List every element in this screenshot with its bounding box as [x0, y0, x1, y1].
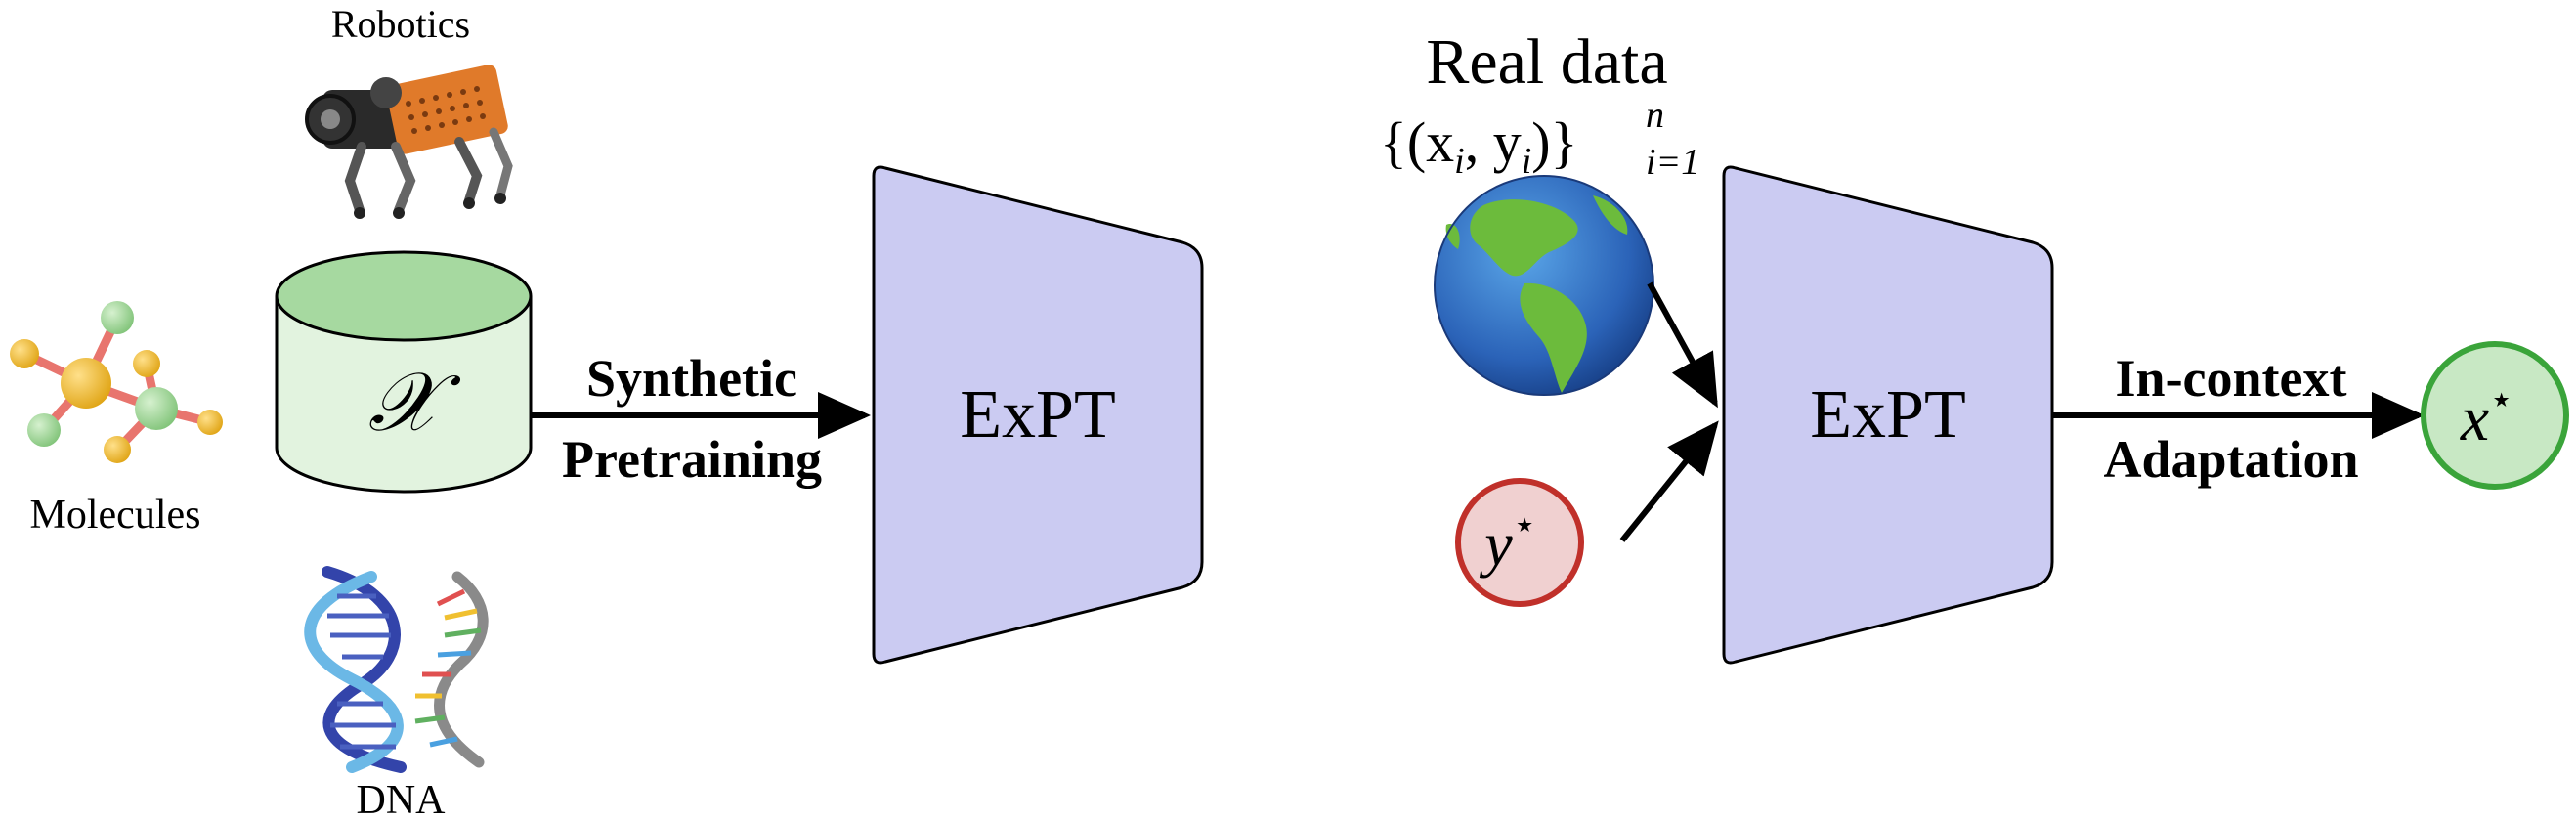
- dataset-formula: {(xi, yi)}: [1380, 110, 1577, 182]
- arrow2-label-line2: Adaptation: [2103, 430, 2358, 489]
- target-symbol: y⋆: [1479, 502, 1536, 579]
- real-data-label: Real data: [1426, 26, 1667, 98]
- output-symbol: x⋆: [2460, 377, 2513, 454]
- arrow2-label-line1: In-context: [2116, 349, 2347, 408]
- target-node: [1455, 478, 1584, 607]
- molecules-label: Molecules: [30, 493, 201, 538]
- molecule-icon: [10, 301, 223, 463]
- expt-model-right: [1722, 165, 2054, 665]
- dna-label: DNA: [357, 778, 447, 821]
- earth-globe-icon: [1434, 175, 1654, 396]
- output-node: [2421, 341, 2569, 490]
- robotics-label: Robotics: [331, 2, 470, 46]
- robot-dog-icon: [305, 65, 513, 219]
- arrow1-label-line1: Synthetic: [586, 349, 797, 408]
- target-to-model-arrow: [1619, 420, 1719, 542]
- expt-model-left: [872, 165, 1204, 665]
- database-cylinder-icon: [275, 250, 533, 494]
- dna-icon: [304, 566, 489, 773]
- arrow1-label-line2: Pretraining: [562, 430, 822, 489]
- expt-label-right: ExPT: [1810, 377, 1965, 453]
- data-to-model-arrow: [1647, 281, 1718, 409]
- dataset-sup: n: [1646, 95, 1664, 136]
- dataset-sub: i=1: [1646, 142, 1699, 183]
- expt-label-left: ExPT: [960, 377, 1115, 453]
